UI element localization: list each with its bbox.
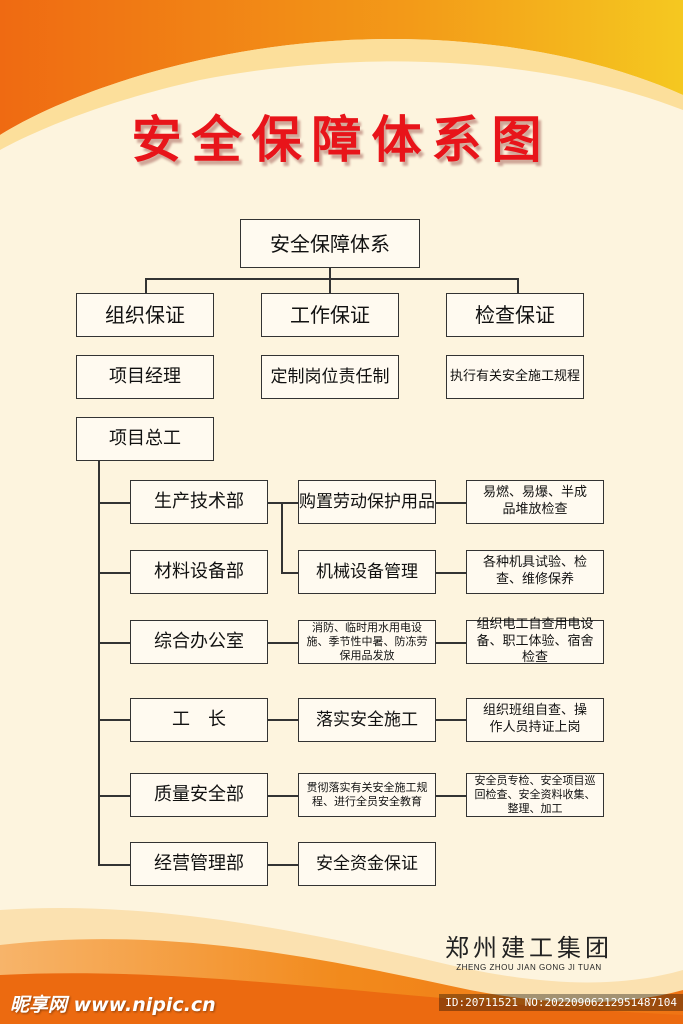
connector <box>329 278 331 293</box>
page-title: 安全保障体系图 <box>131 111 552 169</box>
department: 质量安全部 <box>130 773 268 817</box>
task: 安全资金保证 <box>298 842 436 886</box>
connector <box>281 502 298 504</box>
connector <box>98 795 130 797</box>
connector <box>145 278 519 280</box>
brand-name: 郑州建工集团 <box>445 934 613 962</box>
branch-work: 工作保证 <box>261 293 399 337</box>
connector <box>268 502 282 504</box>
department: 综合办公室 <box>130 620 268 664</box>
connector <box>281 572 298 574</box>
connector <box>329 267 331 279</box>
task: 购置劳动保护用品 <box>298 480 436 524</box>
connector <box>98 572 130 574</box>
brand-pinyin: ZHENG ZHOU JIAN GONG JI TUAN <box>456 963 602 972</box>
task: 贯彻落实有关安全施工规程、进行全员安全教育 <box>298 773 436 817</box>
department: 工 长 <box>130 698 268 742</box>
connector <box>268 719 298 721</box>
connector <box>268 642 298 644</box>
connector <box>268 795 298 797</box>
connector <box>517 278 519 293</box>
connector <box>436 642 466 644</box>
department: 材料设备部 <box>130 550 268 594</box>
task: 落实安全施工 <box>298 698 436 742</box>
detail: 易燃、易爆、半成品堆放检查 <box>466 480 604 524</box>
connector <box>268 864 298 866</box>
connector <box>98 642 130 644</box>
detail: 组织班组自查、操作人员持证上岗 <box>466 698 604 742</box>
branch-work-sub: 定制岗位责任制 <box>261 355 399 399</box>
department: 生产技术部 <box>130 480 268 524</box>
watermark-logo: 昵享网 www.nipic.cn <box>10 994 216 1016</box>
detail: 各种机具试验、检查、维修保养 <box>466 550 604 594</box>
task: 机械设备管理 <box>298 550 436 594</box>
chief-engineer: 项目总工 <box>76 417 214 461</box>
connector <box>98 502 130 504</box>
connector <box>98 864 130 866</box>
connector <box>436 795 466 797</box>
connector <box>145 278 147 293</box>
root-node: 安全保障体系 <box>240 219 420 268</box>
branch-inspection-sub: 执行有关安全施工规程 <box>446 355 584 399</box>
detail: 安全员专检、安全项目巡回检查、安全资料收集、整理、加工 <box>466 773 604 817</box>
detail: 组织电工自查用电设备、职工体验、宿舍检查 <box>466 617 604 665</box>
brand: 郑州建工集团 ZHENG ZHOU JIAN GONG JI TUAN <box>445 928 613 972</box>
connector <box>98 460 100 865</box>
branch-inspection: 检查保证 <box>446 293 584 337</box>
branch-organization: 组织保证 <box>76 293 214 337</box>
connector <box>98 719 130 721</box>
branch-organization-sub: 项目经理 <box>76 355 214 399</box>
task: 消防、临时用水用电设施、季节性中暑、防冻劳保用品发放 <box>298 620 436 664</box>
watermark-id: ID:20711521 NO:20220906212951487104 <box>439 994 683 1011</box>
connector <box>436 719 466 721</box>
connector <box>281 502 283 574</box>
connector <box>436 572 466 574</box>
connector <box>436 502 466 504</box>
department: 经营管理部 <box>130 842 268 886</box>
